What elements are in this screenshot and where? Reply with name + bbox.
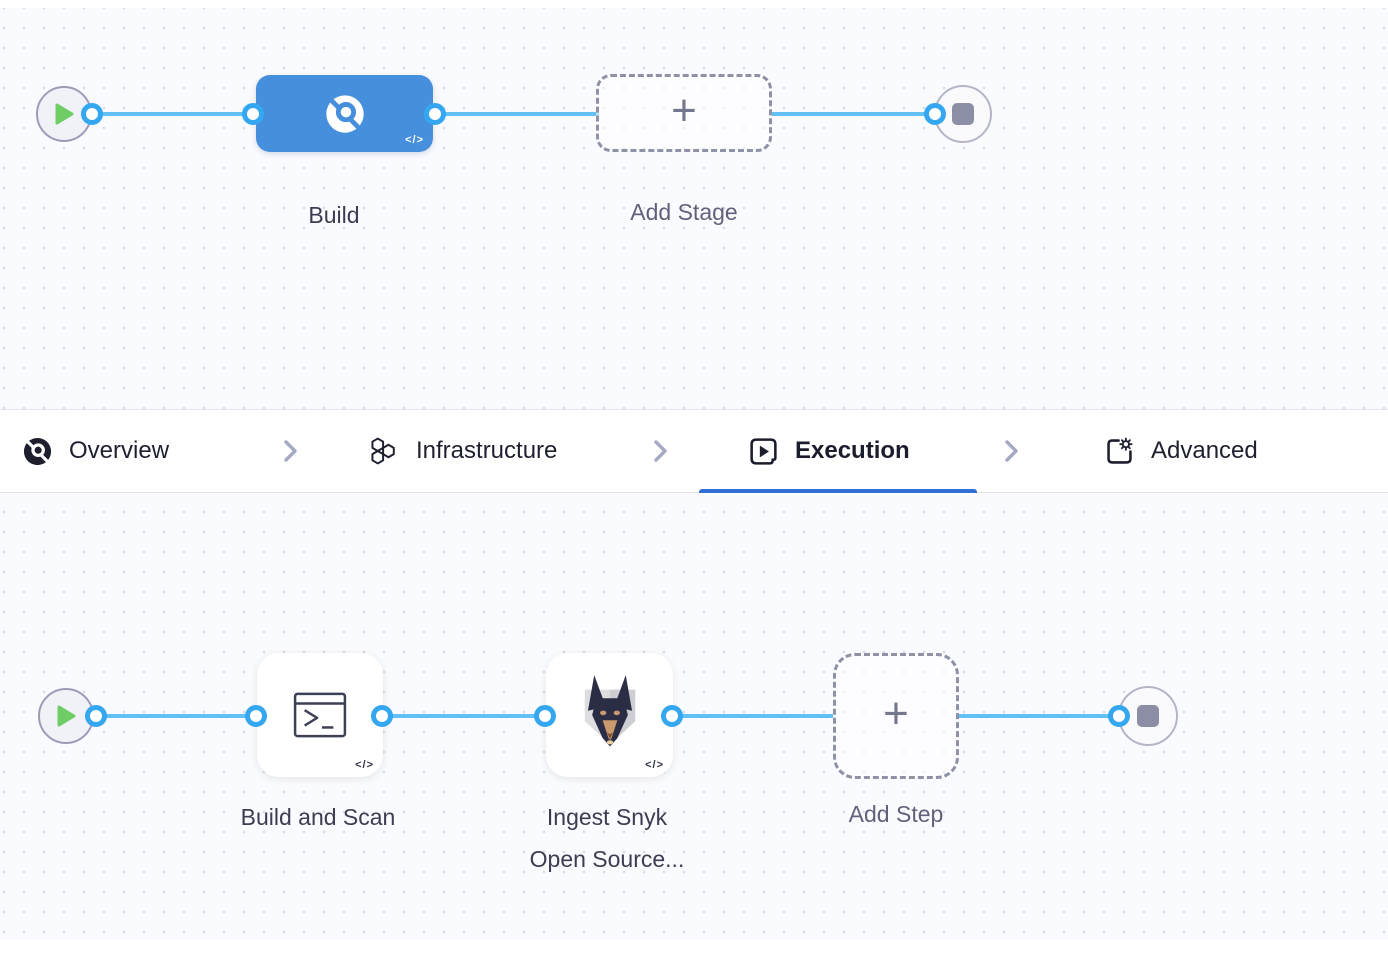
play-icon — [57, 705, 75, 727]
connector-edge — [672, 714, 833, 718]
active-tab-underline — [699, 489, 977, 493]
bottom-strip — [0, 940, 1388, 954]
terminal-icon — [293, 692, 347, 738]
connector-port[interactable] — [424, 103, 446, 125]
connector-edge — [382, 714, 545, 718]
connector-port[interactable] — [534, 705, 556, 727]
add-step-label: Add Step — [848, 801, 944, 827]
stage-config-tabbar: Overview Infrastructure Execution — [0, 409, 1388, 493]
step-label-line: Ingest Snyk — [546, 804, 668, 830]
hexagons-icon — [371, 437, 395, 465]
connector-port[interactable] — [81, 103, 103, 125]
connector-port[interactable] — [245, 705, 267, 727]
step-label-line: Open Source... — [529, 846, 685, 872]
stop-icon — [1137, 705, 1159, 727]
tab-label: Infrastructure — [416, 437, 558, 464]
connector-port[interactable] — [371, 705, 393, 727]
tab-execution[interactable]: Execution — [748, 410, 910, 492]
execution-start-node — [38, 688, 94, 744]
add-step-button[interactable]: + — [833, 653, 959, 779]
connector-edge — [433, 112, 599, 116]
stop-icon — [952, 103, 974, 125]
connector-port[interactable] — [242, 103, 264, 125]
add-stage-label: Add Stage — [630, 199, 738, 225]
connector-port[interactable] — [1108, 705, 1130, 727]
step-node-build-and-scan[interactable]: </> — [257, 653, 383, 777]
chevron-right-icon — [1001, 410, 1021, 492]
play-square-icon — [750, 437, 777, 465]
stage-label: Build — [308, 202, 360, 228]
execution-canvas: </> </> + — [0, 494, 1388, 940]
stage-canvas: </> + Build Add Stage — [0, 8, 1388, 409]
tab-label: Execution — [795, 437, 910, 464]
snyk-doberman-icon — [584, 675, 635, 747]
tab-label: Overview — [69, 437, 170, 464]
step-label: Build and Scan — [240, 804, 396, 830]
connector-edge — [959, 714, 1119, 718]
connector-edge — [92, 112, 256, 116]
tab-advanced[interactable]: Advanced — [1104, 410, 1258, 492]
ci-build-icon — [325, 94, 364, 133]
play-icon — [55, 103, 73, 125]
step-label: Ingest Snyk Open Source... — [467, 796, 747, 880]
code-badge: </> — [405, 134, 424, 146]
gear-square-icon — [1107, 437, 1133, 464]
tab-infrastructure[interactable]: Infrastructure — [368, 410, 557, 492]
connector-port[interactable] — [924, 103, 946, 125]
chevron-right-icon — [280, 410, 300, 492]
ci-build-icon — [23, 437, 52, 465]
connector-port[interactable] — [85, 705, 107, 727]
tab-label: Advanced — [1151, 437, 1258, 464]
connector-edge — [96, 714, 256, 718]
tab-overview[interactable]: Overview — [22, 410, 169, 492]
connector-port[interactable] — [661, 705, 683, 727]
code-badge: </> — [645, 759, 664, 771]
plus-icon: + — [883, 689, 909, 738]
stage-node-build[interactable]: </> — [256, 75, 433, 152]
connector-edge — [771, 112, 935, 116]
code-badge: </> — [355, 759, 374, 771]
chevron-right-icon — [650, 410, 670, 492]
step-node-ingest-snyk[interactable]: </> — [546, 653, 673, 777]
plus-icon: + — [671, 86, 697, 135]
add-stage-button[interactable]: + — [596, 74, 772, 152]
